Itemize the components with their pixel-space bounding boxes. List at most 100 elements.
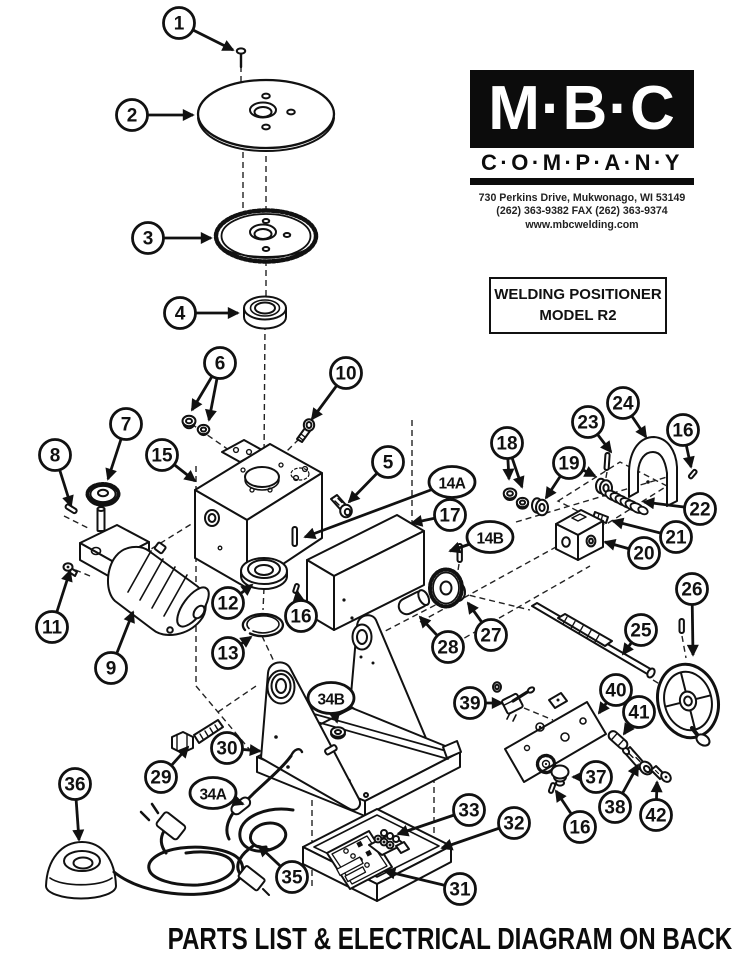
callout-42: 42 bbox=[639, 780, 673, 832]
logo-divider-bar bbox=[470, 178, 694, 185]
callout-circle bbox=[675, 572, 709, 606]
callout-8: 8 bbox=[38, 438, 74, 508]
spring-part-22 bbox=[604, 489, 649, 516]
callout-number: 29 bbox=[150, 768, 171, 789]
callout-circle bbox=[210, 731, 244, 765]
callout-number: 14A bbox=[439, 476, 466, 493]
pin-part-8-right bbox=[678, 618, 685, 634]
roller-part-28 bbox=[397, 589, 431, 616]
callout-14B: 14B bbox=[448, 520, 515, 554]
callout-27: 27 bbox=[466, 601, 508, 652]
callout-number: 23 bbox=[577, 413, 598, 434]
terminal-block-part-33 bbox=[368, 829, 410, 856]
nut-pair-part-18 bbox=[502, 487, 530, 510]
callout-31: 31 bbox=[383, 867, 477, 906]
callout-circle bbox=[563, 810, 597, 844]
block-part-20 bbox=[555, 509, 604, 561]
callout-number: 15 bbox=[151, 446, 173, 467]
callout-number: 18 bbox=[496, 434, 517, 455]
callout-number: 2 bbox=[127, 106, 138, 127]
model-line-2: MODEL R2 bbox=[539, 307, 617, 324]
callout-circle bbox=[163, 296, 197, 330]
callout-29: 29 bbox=[144, 745, 190, 794]
callout-number: 8 bbox=[50, 446, 61, 467]
footer-note: PARTS LIST & ELECTRICAL DIAGRAM ON BACK bbox=[75, 921, 750, 957]
logo-company-text: C·O·M·P·A·N·Y bbox=[481, 150, 683, 175]
screw-part-42 bbox=[650, 765, 672, 783]
callout-circle bbox=[203, 346, 237, 380]
callout-arrow bbox=[303, 480, 453, 540]
callout-circle bbox=[188, 776, 238, 810]
callout-34A: 34A bbox=[188, 776, 245, 810]
callout-circle bbox=[666, 413, 700, 447]
callout-circle bbox=[58, 767, 92, 801]
callout-circle bbox=[306, 681, 356, 715]
callout-circle bbox=[131, 221, 165, 255]
callout-circle bbox=[144, 760, 178, 794]
callout-number: 21 bbox=[665, 528, 687, 549]
callout-23: 23 bbox=[571, 405, 613, 454]
callout-12: 12 bbox=[211, 583, 254, 620]
callout-circle bbox=[490, 426, 524, 460]
callout-circle bbox=[659, 520, 693, 554]
callout-number: 9 bbox=[106, 659, 117, 680]
grommet-part-12 bbox=[240, 557, 288, 590]
callout-number: 16 bbox=[290, 607, 311, 628]
callout-circle bbox=[683, 492, 717, 526]
callout-number: 38 bbox=[604, 798, 625, 819]
callout-32: 32 bbox=[440, 806, 531, 851]
callout-number: 25 bbox=[630, 621, 652, 642]
callout-number: 24 bbox=[612, 394, 634, 415]
callout-41: 41 bbox=[622, 695, 656, 736]
callout-34B: 34B bbox=[306, 681, 356, 724]
callout-17: 17 bbox=[410, 498, 467, 532]
callout-number: 16 bbox=[569, 818, 590, 839]
callout-36: 36 bbox=[58, 767, 92, 842]
callout-10: 10 bbox=[310, 356, 363, 421]
callout-circle bbox=[624, 613, 658, 647]
company-website: www.mbcwelding.com bbox=[525, 218, 639, 231]
callout-16: 16 bbox=[284, 589, 318, 633]
washer-pair-part-19 bbox=[531, 477, 613, 517]
callout-number: 41 bbox=[628, 703, 650, 724]
callout-number: 14B bbox=[477, 531, 504, 548]
callout-circle bbox=[627, 536, 661, 570]
pin-part-41 bbox=[607, 730, 629, 750]
footer-text: PARTS LIST & ELECTRICAL DIAGRAM ON BACK bbox=[167, 921, 733, 956]
callout-4: 4 bbox=[163, 296, 240, 330]
callout-circle bbox=[622, 695, 656, 729]
callout-28: 28 bbox=[418, 615, 465, 664]
wire-bundle-part-35 bbox=[236, 807, 295, 896]
callout-circle bbox=[35, 610, 69, 644]
callout-number: 5 bbox=[383, 453, 394, 474]
callout-number: 3 bbox=[143, 229, 154, 250]
callout-38: 38 bbox=[598, 763, 640, 824]
callout-33: 33 bbox=[396, 793, 486, 837]
callout-number: 7 bbox=[121, 415, 132, 436]
callout-circle bbox=[329, 356, 363, 390]
callout-circle bbox=[552, 446, 586, 480]
yoke-frame-part-30 bbox=[256, 614, 462, 817]
callout-circle bbox=[571, 405, 605, 439]
callout-5: 5 bbox=[347, 445, 405, 504]
drive-sprocket-part-3 bbox=[213, 208, 319, 264]
callout-number: 16 bbox=[672, 421, 693, 442]
callout-number: 33 bbox=[458, 801, 479, 822]
toggle-switch-part-39 bbox=[492, 681, 536, 722]
logo-mbc-text: M·B·C bbox=[488, 74, 676, 143]
handwheel-part-26 bbox=[656, 662, 720, 747]
callout-30: 30 bbox=[210, 731, 262, 765]
screw-part-1 bbox=[235, 47, 247, 69]
callout-number: 32 bbox=[503, 814, 524, 835]
callout-layer: 1234567891011121314A14B15161616171819202… bbox=[35, 6, 717, 906]
callout-circle bbox=[452, 793, 486, 827]
washer-part-34b bbox=[324, 726, 346, 756]
callout-3: 3 bbox=[131, 221, 213, 255]
motor-sprocket-part-7 bbox=[85, 482, 121, 507]
address-line-2: (262) 363-9382 FAX (262) 363-9374 bbox=[496, 205, 668, 218]
callout-21: 21 bbox=[611, 517, 693, 554]
logo-mbc: M·B·C bbox=[470, 70, 694, 148]
bolt-part-10 bbox=[296, 418, 316, 443]
